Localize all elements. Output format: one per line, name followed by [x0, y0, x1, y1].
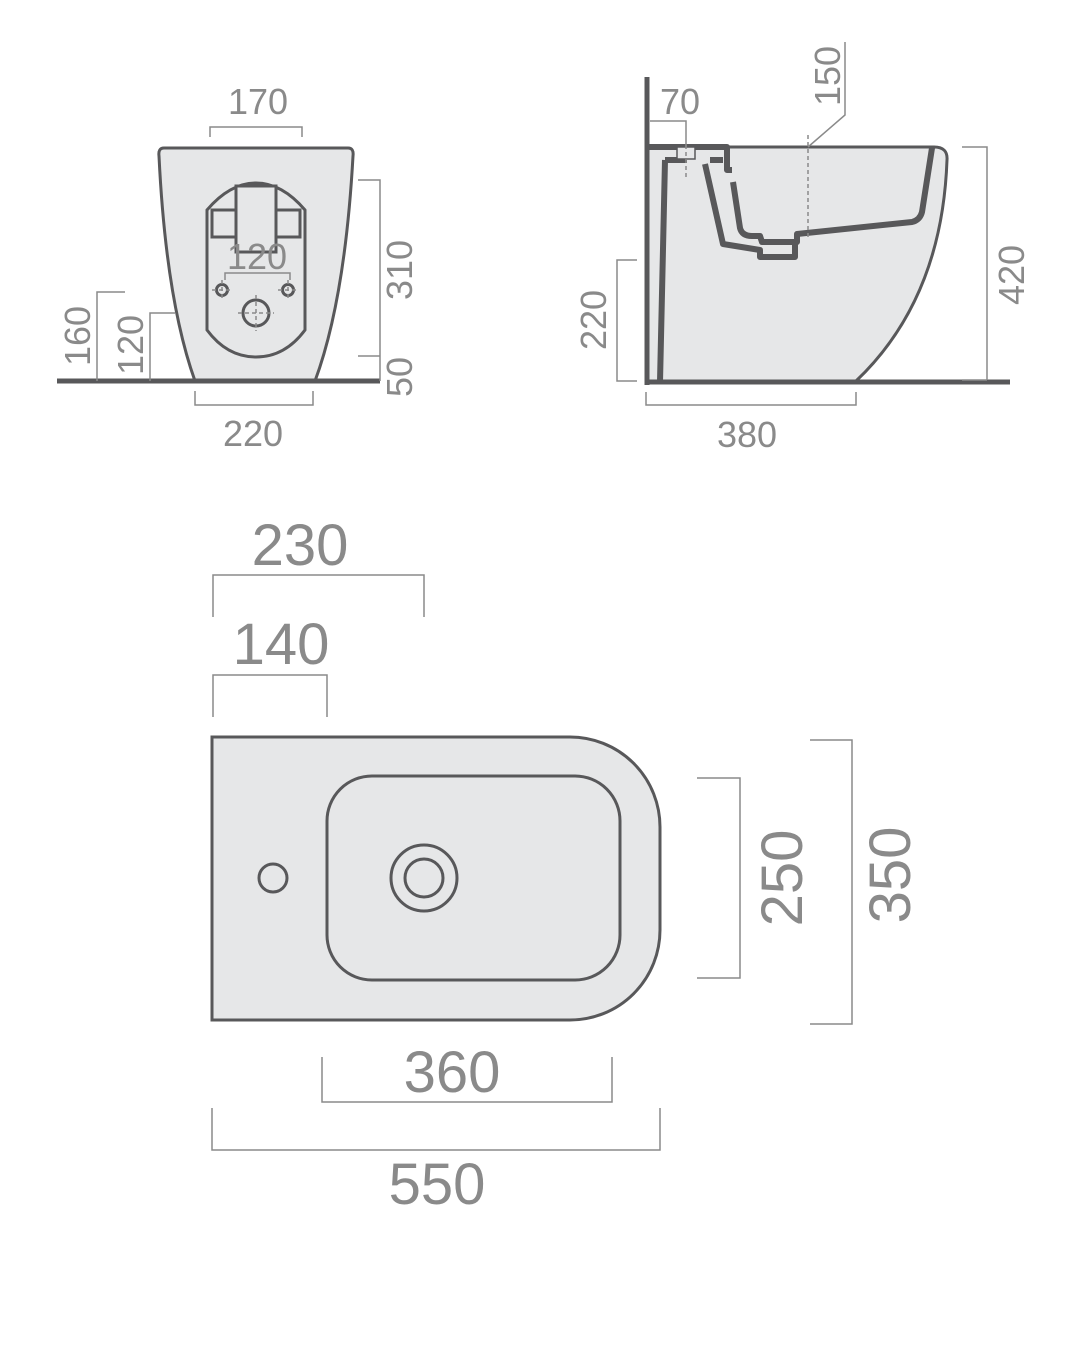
- dim-side-inlet-offset: 70: [660, 81, 700, 122]
- dim-front-top-width: 170: [228, 81, 288, 122]
- dim-top-drain-from-back: 230: [252, 513, 349, 578]
- dim-top-bowl-length: 360: [404, 1040, 501, 1105]
- dim-top-tap-from-back: 140: [233, 612, 330, 677]
- dim-side-depth-base: 380: [717, 414, 777, 455]
- dim-front-height-lower: 50: [379, 357, 420, 397]
- dim-side-total-height: 420: [991, 245, 1032, 305]
- side-inner-walls: [648, 144, 732, 383]
- top-bowl-outline: [325, 774, 622, 982]
- dim-top-total-width: 350: [858, 827, 923, 924]
- dim-front-inlet-spacing: 120: [227, 236, 287, 277]
- dim-front-left-inner: 120: [110, 315, 151, 375]
- top-view: 230 140 250 350 360 550: [210, 513, 923, 1217]
- side-view: 70 150 420 220 380: [573, 42, 1032, 455]
- dim-front-height-upper: 310: [379, 240, 420, 300]
- drain-hole-top: [403, 857, 445, 899]
- tap-hole: [257, 862, 289, 894]
- front-inner-channel: [234, 184, 278, 254]
- dim-top-total-length: 550: [389, 1152, 486, 1217]
- dim-top-bowl-width: 250: [750, 830, 815, 927]
- dim-side-drain-offset: 150: [807, 46, 848, 106]
- dim-front-left-outer: 160: [57, 306, 98, 366]
- dim-side-drain-height: 220: [573, 290, 614, 350]
- dim-front-base-width: 220: [223, 413, 283, 454]
- front-view: 170 120 310 50 160 120 220: [57, 81, 420, 454]
